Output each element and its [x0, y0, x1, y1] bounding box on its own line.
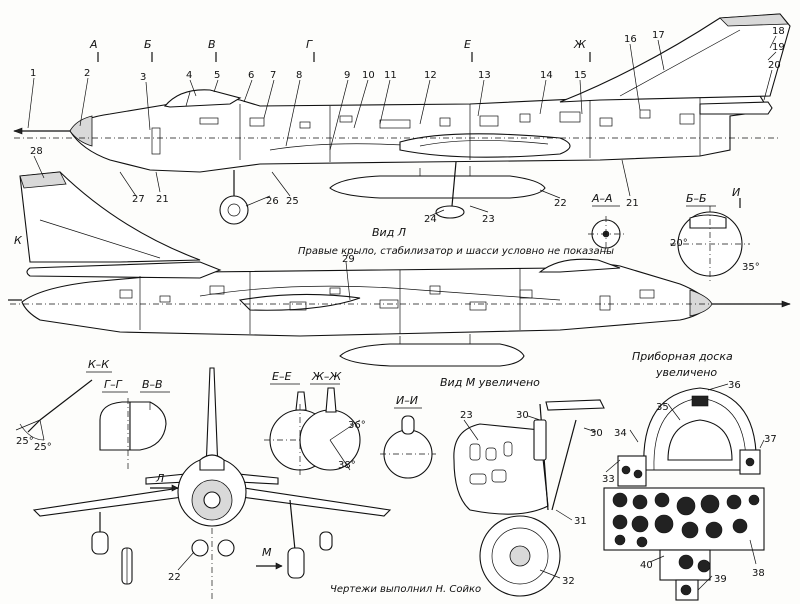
section-gg: Г–Г — [99, 378, 131, 470]
callout-15: 15 — [574, 70, 587, 81]
callout-7: 7 — [270, 70, 276, 81]
panel-callout-40: 40 — [640, 560, 653, 571]
section-ii: И–И — [380, 394, 436, 479]
section-zh-label: Ж — [573, 38, 587, 51]
panel-callout-38: 38 — [752, 568, 765, 579]
callout-9: 9 — [344, 70, 350, 81]
kk-angle-b: 25° — [34, 442, 52, 453]
callout-16: 16 — [624, 34, 637, 45]
callout-17: 17 — [652, 30, 665, 41]
callout-10: 10 — [362, 70, 375, 81]
callout-14: 14 — [540, 70, 553, 81]
side-view-bottom: Вид Л Правые крыло, стабилизатор и шасси… — [8, 146, 791, 367]
callout-24: 24 — [424, 214, 437, 225]
section-b-label: Б — [144, 38, 152, 51]
section-zhzh-label: Ж–Ж — [311, 370, 342, 383]
section-vv-label: В–В — [142, 378, 163, 391]
view-m-callout-30a: 30 — [516, 410, 529, 421]
callout-25: 25 — [286, 196, 299, 207]
callout-3: 3 — [140, 72, 146, 83]
view-l-note: Правые крыло, стабилизатор и шасси услов… — [298, 245, 614, 257]
section-a-label: А — [89, 38, 98, 51]
callout-21b: 21 — [626, 198, 639, 209]
section-ee-label: Е–Е — [272, 370, 291, 383]
zhzh-angle-36: 36° — [348, 420, 366, 431]
section-g-label: Г — [306, 38, 313, 51]
front-view: Л М 22 — [32, 367, 392, 600]
view-m: Вид М увеличено 23 30 30 31 32 — [440, 376, 605, 597]
section-vv: В–В — [129, 378, 170, 451]
callout-26: 26 — [266, 196, 279, 207]
callout-1: 1 — [30, 68, 36, 79]
drawing-credit: Чертежи выполнил Н. Сойко — [330, 584, 481, 595]
panel-callout-35: 35 — [656, 402, 669, 413]
instrument-panel: Приборная доска увеличено — [602, 350, 777, 601]
section-ii-label: И–И — [396, 394, 418, 407]
view-l-arrow-label: Л — [155, 472, 164, 485]
callout-4: 4 — [186, 70, 192, 81]
callout-29: 29 — [342, 254, 355, 265]
callout-28: 28 — [30, 146, 43, 157]
view-m-arrow-label: М — [262, 546, 272, 559]
callout-5: 5 — [214, 70, 220, 81]
section-markers: А Б В Г Е Ж И К — [14, 38, 741, 247]
callout-6: 6 — [248, 70, 254, 81]
section-aa-label: А–А — [591, 192, 613, 205]
panel-callout-34: 34 — [614, 428, 627, 439]
callout-11: 11 — [384, 70, 397, 81]
side-view-top — [13, 13, 791, 225]
section-kk-label: К–К — [88, 358, 110, 371]
bb-angle-35: 35° — [742, 262, 760, 273]
view-m-callout-23: 23 — [460, 410, 473, 421]
section-gg-label: Г–Г — [104, 378, 123, 391]
zhzh-angle-38: 38° — [338, 460, 356, 471]
section-e-label: Е — [464, 38, 471, 51]
callout-23: 23 — [482, 214, 495, 225]
callout-8: 8 — [296, 70, 302, 81]
panel-callout-36: 36 — [728, 380, 741, 391]
callout-22: 22 — [554, 198, 567, 209]
callout-13: 13 — [478, 70, 491, 81]
section-aa: А–А — [588, 192, 624, 252]
callout-20: 20 — [768, 60, 781, 71]
callout-21a: 21 — [156, 194, 169, 205]
callout-2: 2 — [84, 68, 90, 79]
panel-title-line1: Приборная доска — [632, 350, 733, 363]
panel-callout-37: 37 — [764, 434, 777, 445]
callout-19: 19 — [772, 42, 785, 53]
section-bb-label: Б–Б — [686, 192, 707, 205]
panel-callout-39: 39 — [714, 574, 727, 585]
bb-angle-20: 20° — [670, 238, 688, 249]
section-v-label: В — [208, 38, 216, 51]
callout-12: 12 — [424, 70, 437, 81]
section-bb: Б–Б 20° 35° — [670, 192, 760, 282]
view-m-callout-30b: 30 — [590, 428, 603, 439]
view-m-callout-31: 31 — [574, 516, 587, 527]
front-callout-22: 22 — [168, 572, 181, 583]
view-m-callout-32: 32 — [562, 576, 575, 587]
section-i-label: И — [732, 186, 740, 199]
panel-callout-33: 33 — [602, 474, 615, 485]
panel-title-line2: увеличено — [655, 366, 717, 379]
view-m-title: Вид М увеличено — [440, 376, 540, 389]
callouts-top: 1 2 3 4 5 6 7 8 9 10 11 12 13 14 15 16 1… — [27, 26, 785, 225]
callout-18: 18 — [772, 26, 785, 37]
section-kk: К–К 25° 25° — [15, 358, 112, 453]
section-k-label: К — [14, 234, 23, 247]
view-l-title: Вид Л — [372, 226, 406, 239]
section-zhzh: Ж–Ж 36° 38° — [299, 370, 366, 471]
callout-27: 27 — [132, 194, 145, 205]
kk-angle-a: 25° — [16, 436, 34, 447]
